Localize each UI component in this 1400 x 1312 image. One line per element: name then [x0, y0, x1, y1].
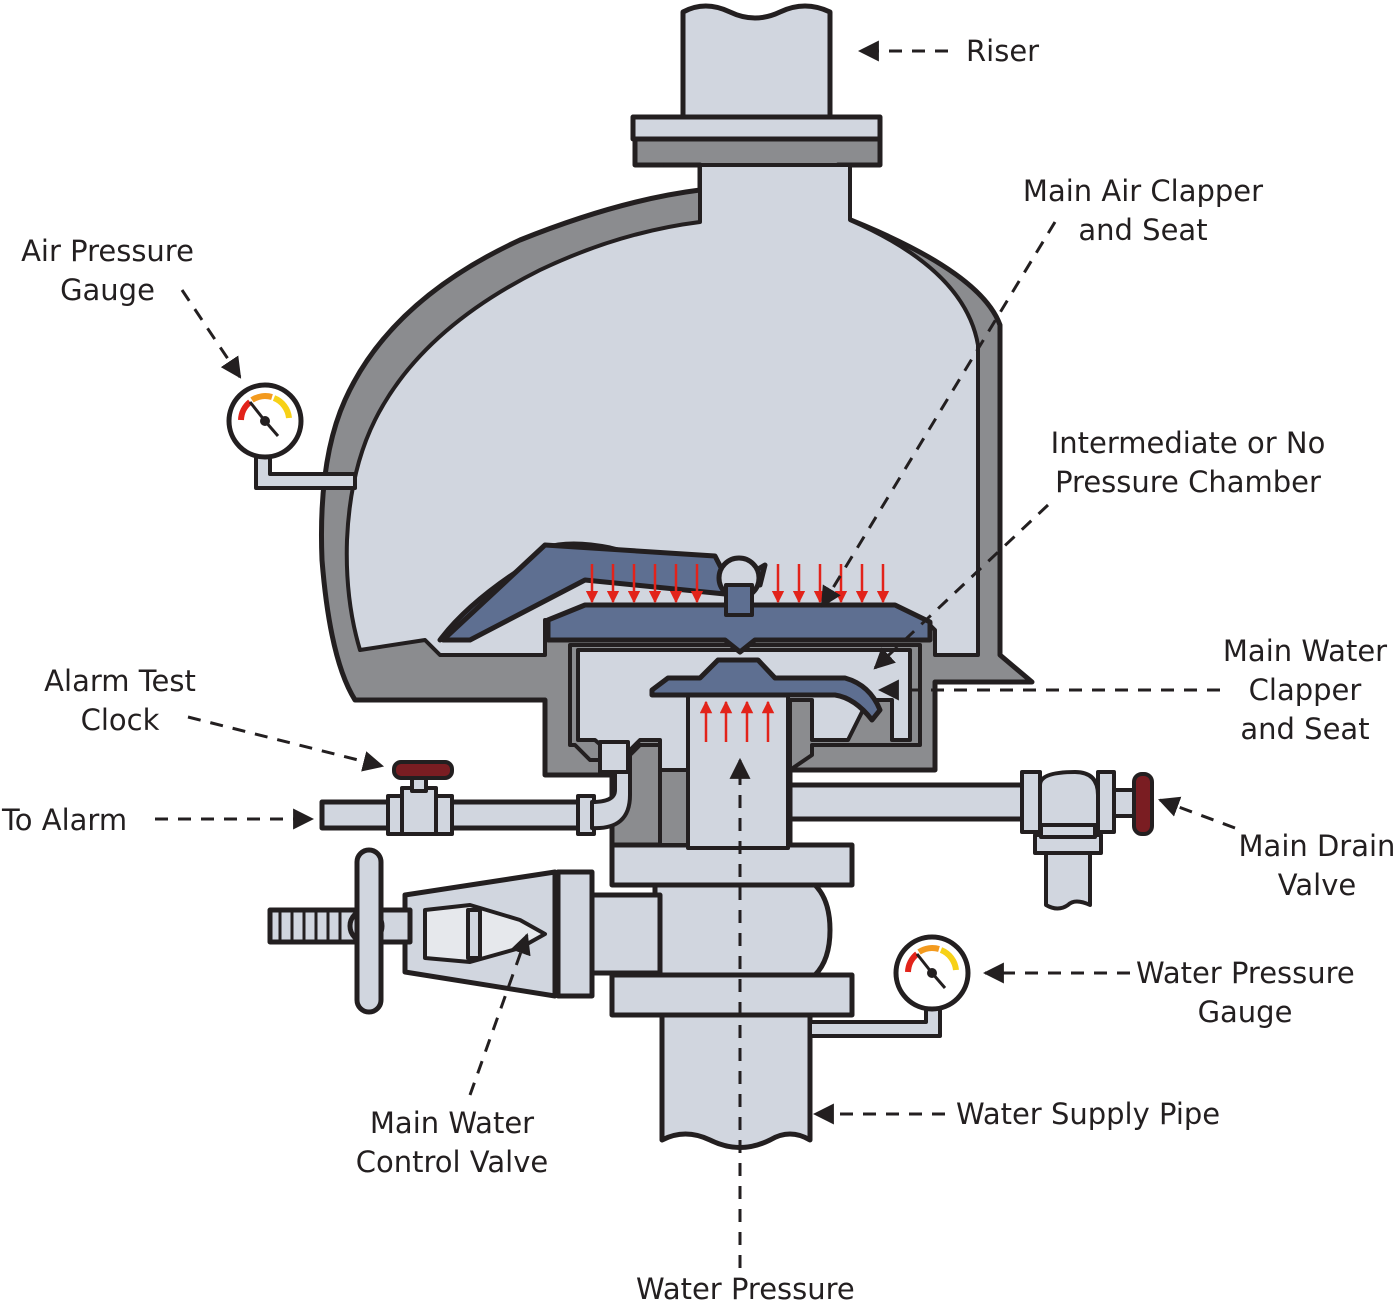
main-air-clapper	[437, 541, 933, 655]
leader-intermediate	[873, 503, 1050, 670]
gauge-icon	[226, 382, 304, 460]
label-water-pressure: Water Pressure	[636, 1272, 855, 1306]
alarm-line	[319, 740, 632, 836]
valve-handle-icon	[1132, 772, 1154, 836]
pressure-arrow-icon	[585, 564, 890, 742]
lower-valve-body	[652, 882, 833, 978]
label-water-pressure-gauge: Water Pressure Gauge	[1136, 956, 1355, 1029]
label-alarm-test-clock: Alarm Test Clock	[44, 664, 196, 737]
valve-handle-icon	[392, 760, 454, 780]
main-drain	[787, 770, 1154, 911]
main-water-clapper	[649, 657, 883, 723]
water-pressure-gauge	[808, 934, 971, 1038]
label-main-water-clapper: Main Water Clapper and Seat	[1222, 634, 1388, 746]
handwheel-icon	[354, 847, 384, 1015]
leader-lines	[155, 40, 1236, 1268]
label-to-alarm: To Alarm	[2, 803, 128, 837]
lower-flange	[609, 972, 855, 1018]
leader-air-gauge	[180, 289, 242, 379]
leader-control-valve	[468, 933, 531, 1096]
water-bore	[686, 688, 790, 850]
label-main-drain-valve: Main Drain Valve	[1238, 829, 1396, 902]
valve-housing	[319, 134, 1035, 848]
leader-alarm-clock	[187, 715, 385, 772]
riser-pipe	[630, 3, 883, 142]
label-riser: Riser	[966, 34, 1040, 68]
label-air-pressure-gauge: Air Pressure Gauge	[21, 234, 194, 307]
middle-flange	[609, 842, 855, 888]
label-water-supply-pipe: Water Supply Pipe	[956, 1097, 1221, 1131]
label-main-air-clapper: Main Air Clapper and Seat	[1022, 174, 1264, 247]
gauge-icon	[893, 934, 971, 1012]
leader-drain	[1158, 796, 1236, 830]
air-pressure-gauge	[226, 382, 357, 490]
label-intermediate-chamber: Intermediate or No Pressure Chamber	[1050, 426, 1326, 499]
water-supply-pipe	[659, 1012, 813, 1150]
leader-air-clapper	[820, 221, 1057, 608]
label-main-water-control-valve: Main Water Control Valve	[355, 1106, 549, 1179]
main-water-control-valve	[267, 869, 663, 999]
